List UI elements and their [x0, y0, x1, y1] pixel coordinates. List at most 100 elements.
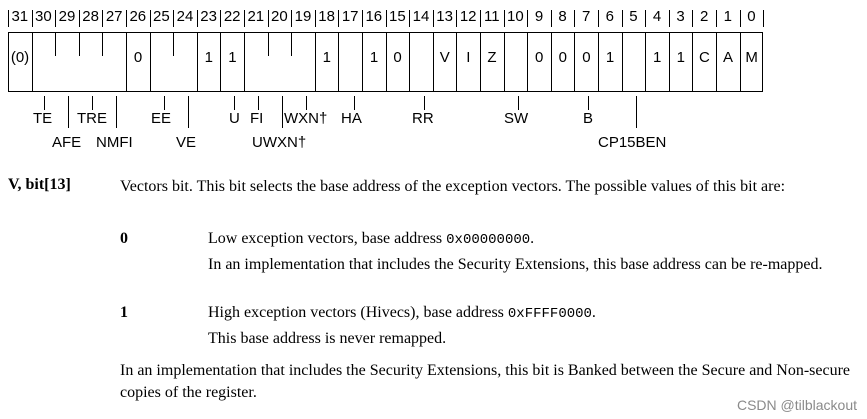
bit-tick	[574, 10, 576, 27]
cell-divider	[314, 32, 316, 92]
bit-value: 1	[676, 49, 685, 66]
option-note-0: In an implementation that includes the S…	[208, 256, 823, 273]
field-label-sw: SW	[504, 110, 529, 127]
stem-fi	[258, 96, 259, 110]
option-address-1: 0xFFFF0000	[507, 306, 592, 322]
cell-divider	[739, 32, 741, 92]
bit-value: (0)	[10, 49, 30, 66]
bit-number: 1	[723, 8, 732, 25]
field-label-ha: HA	[341, 110, 362, 127]
field-label-ee: EE	[151, 110, 172, 127]
cell-divider	[102, 32, 104, 56]
bit-tick	[409, 10, 411, 27]
bit-number: 13	[436, 8, 453, 25]
bit-number: 11	[484, 8, 500, 25]
bit-number: 10	[507, 8, 524, 25]
field-intro: Vectors bit. This bit selects the base a…	[120, 178, 786, 195]
register-box	[8, 32, 763, 92]
bit-number: 3	[676, 8, 685, 25]
bit-tick	[763, 10, 765, 27]
field-label-tre: TRE	[77, 110, 107, 127]
option-text-1: High exception vectors (Hivecs), base ad…	[208, 302, 858, 325]
field-label-cp15ben: CP15BEN	[598, 134, 667, 151]
field-footer: In an implementation that includes the S…	[120, 362, 851, 401]
watermark: CSDN @tilblackout	[736, 397, 857, 413]
option-text-1-after: .	[591, 304, 596, 321]
bit-number: 29	[58, 8, 76, 25]
bit-value: 1	[228, 49, 237, 66]
cell-divider	[692, 32, 694, 92]
cell-divider	[574, 32, 576, 92]
cell-divider	[480, 32, 481, 92]
bit-value: 1	[605, 49, 615, 66]
bit-number: 22	[223, 8, 241, 25]
stem-ha	[354, 96, 355, 110]
bit-number: 25	[153, 8, 170, 25]
bit-number: 16	[365, 8, 383, 25]
bit-number: 14	[412, 8, 430, 25]
cell-divider	[173, 32, 175, 56]
cell-divider	[645, 32, 647, 92]
bit-tick	[291, 10, 293, 27]
bit-tick	[456, 10, 458, 27]
bit-tick	[716, 10, 717, 27]
bit-tick	[598, 10, 599, 27]
bit-number: 21	[247, 8, 265, 25]
option-value-0: 0	[120, 230, 128, 247]
bit-number: 5	[629, 8, 638, 25]
option-text-1-before: High exception vectors (Hivecs), base ad…	[208, 304, 508, 321]
bit-tick	[126, 10, 127, 27]
cell-divider	[456, 32, 458, 92]
bit-tick	[173, 10, 175, 27]
bit-value: 0	[133, 49, 143, 66]
stem-uwxn	[282, 96, 283, 128]
cell-divider	[291, 32, 293, 56]
cell-divider	[78, 32, 80, 56]
field-label-te: TE	[33, 110, 53, 127]
bit-tick	[8, 10, 9, 27]
option-text-0: Low exception vectors, base address 0x00…	[208, 228, 858, 251]
bit-number: 31	[11, 8, 29, 25]
bit-value: Z	[487, 49, 497, 66]
stem-ee	[164, 96, 165, 110]
cell-divider	[550, 32, 552, 92]
bit-tick	[338, 10, 340, 27]
cell-divider	[338, 32, 340, 92]
bit-value: 0	[393, 49, 402, 66]
cell-divider	[621, 32, 623, 92]
option-value-1: 1	[120, 304, 128, 321]
field-label-fi: FI	[250, 110, 264, 127]
cell-divider	[716, 32, 717, 92]
field-name: V, bit[13]	[8, 176, 71, 193]
bit-tick	[267, 10, 269, 27]
bit-tick	[527, 10, 529, 27]
bit-tick	[196, 10, 198, 27]
bit-tick	[149, 10, 151, 27]
bit-number: 27	[105, 8, 123, 25]
bit-tick	[102, 10, 104, 27]
bit-number: 8	[558, 8, 567, 25]
stem-u	[234, 96, 235, 110]
cell-divider	[149, 32, 151, 92]
bit-number: 17	[341, 8, 359, 25]
bit-number: 15	[389, 8, 406, 25]
bit-value: 1	[653, 49, 662, 66]
bit-number: 0	[747, 8, 756, 25]
bit-number: 23	[200, 8, 217, 25]
cell-divider	[362, 32, 363, 92]
bit-tick	[362, 10, 363, 27]
cell-divider	[668, 32, 670, 92]
bit-tick	[31, 10, 33, 27]
bit-number: 6	[605, 8, 614, 25]
stem-sw	[518, 96, 519, 110]
stem-afe	[68, 96, 69, 128]
bit-number: 20	[271, 8, 288, 25]
bit-tick	[668, 10, 670, 27]
bit-value: 0	[558, 49, 567, 66]
bit-value: C	[698, 49, 710, 66]
stem-nmfi	[116, 96, 117, 128]
bit-number: 12	[459, 8, 477, 25]
bit-tick	[550, 10, 552, 27]
cell-divider	[196, 32, 198, 92]
cell-divider	[409, 32, 411, 92]
